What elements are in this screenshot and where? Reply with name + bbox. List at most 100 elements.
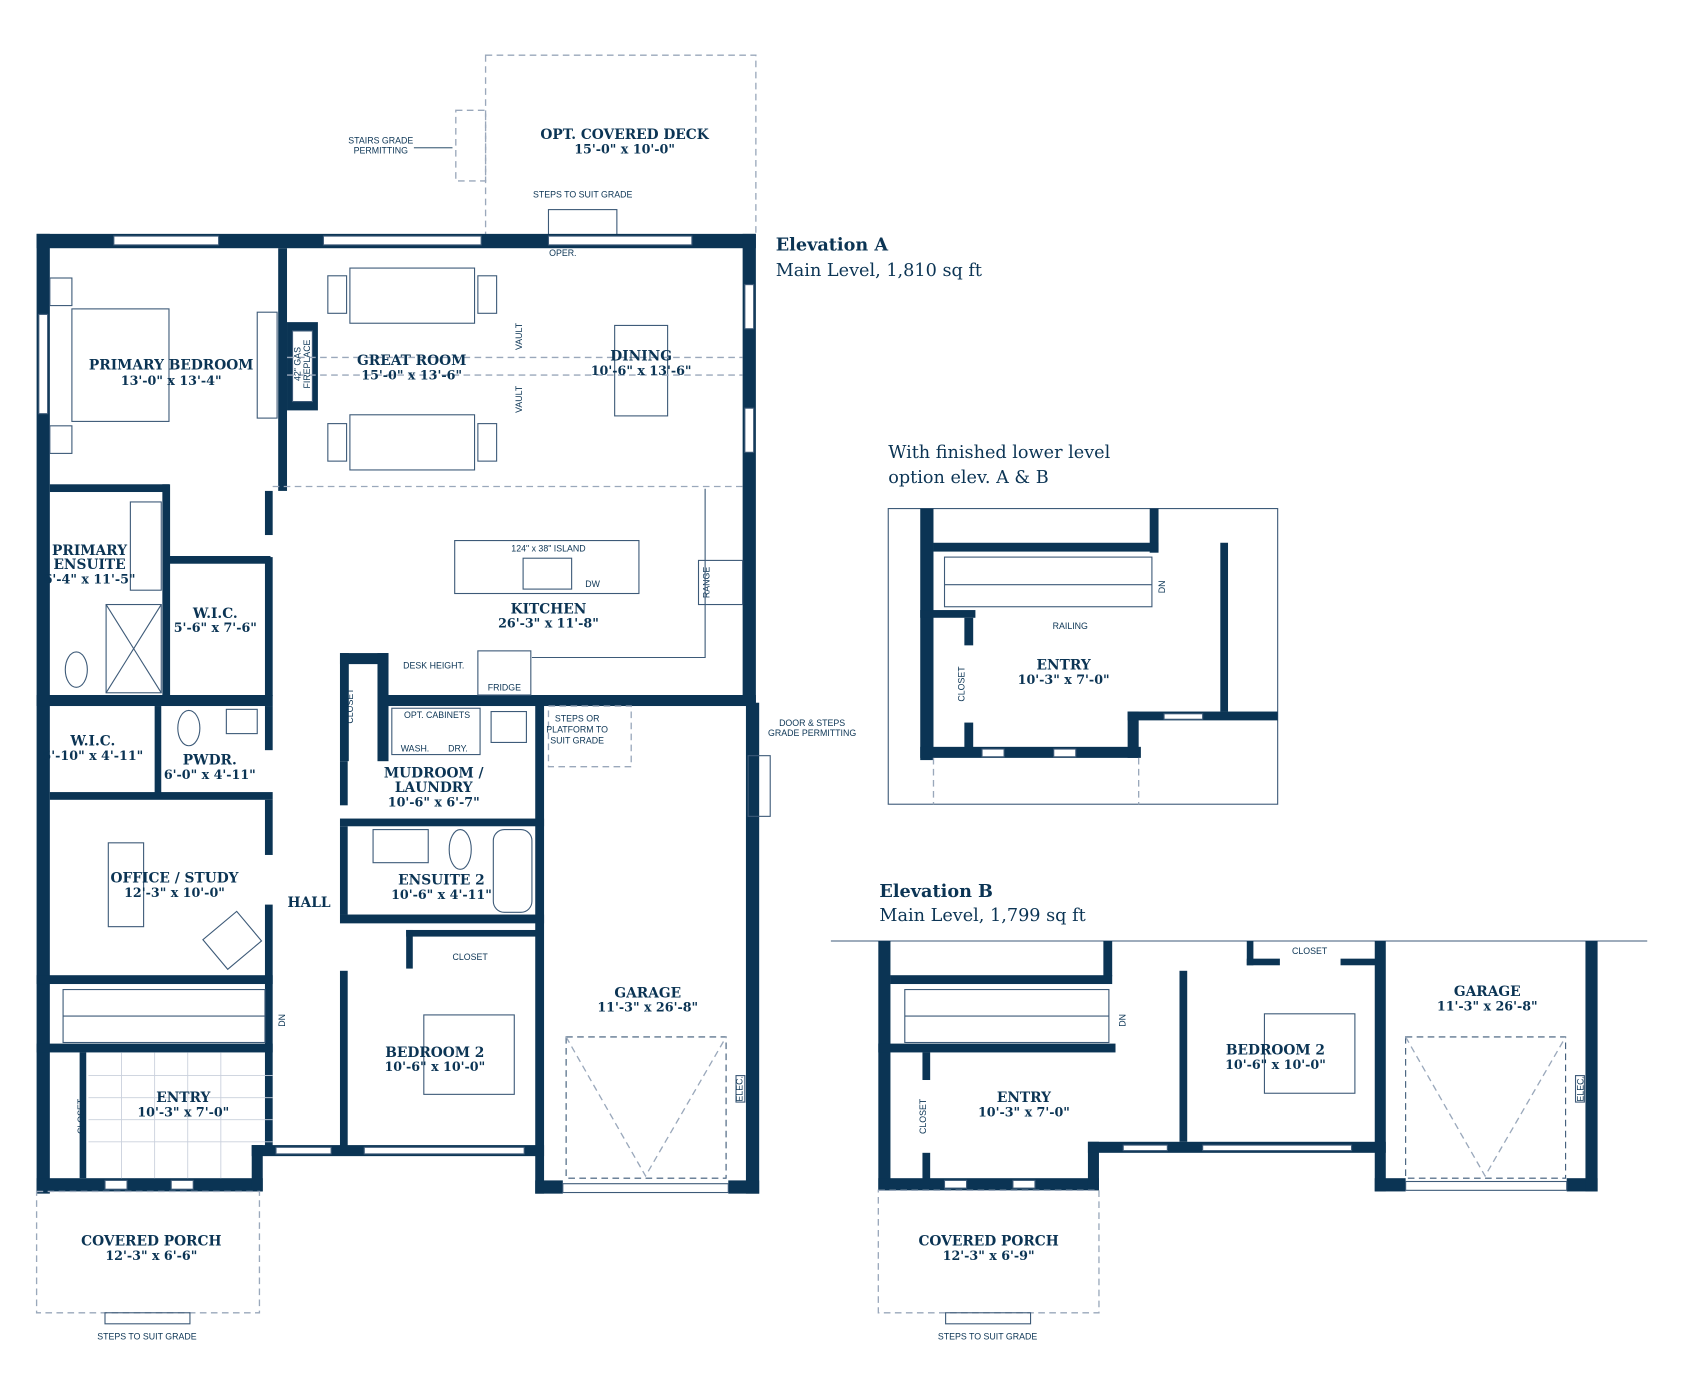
room-label-primary-ensuite: ENSUITE — [53, 557, 125, 573]
room-dim-great-room: 15'-0" x 13'-6" — [361, 367, 462, 382]
bathtub — [492, 829, 533, 913]
room-label-deck: OPT. COVERED DECK — [540, 127, 709, 143]
room-label-primary-bedroom: PRIMARY BEDROOM — [89, 358, 254, 374]
room-dim-porch: 12'-3" x 6'-9" — [943, 1248, 1035, 1263]
room-label-great-room: GREAT ROOM — [357, 353, 466, 369]
room-dim-primary-bedroom: 13'-0" x 13'-4" — [121, 373, 222, 388]
note-dn: DN — [277, 1014, 287, 1027]
washer-dryer — [391, 707, 481, 756]
note-steps-platform: SUIT GRADE — [550, 736, 604, 746]
room-dim-bedroom-2: 10'-6" x 10'-0" — [1225, 1057, 1326, 1072]
room-label-garage: GARAGE — [614, 985, 681, 1001]
room-label-kitchen: KITCHEN — [511, 601, 587, 617]
note-fireplace: 42" GAS — [292, 347, 302, 381]
elevation-a-subtitle: Main Level, 1,810 sq ft — [776, 261, 982, 281]
room-dim-ensuite-2: 10'-6" x 4'-11" — [391, 887, 492, 902]
note-steps-platform: STEPS OR — [555, 713, 600, 723]
room-dim-entry: 10'-3" x 7'-0" — [1018, 672, 1110, 687]
room-label-bedroom-2: BEDROOM 2 — [385, 1045, 484, 1061]
note-closet: CLOSET — [1292, 946, 1328, 956]
note-closet: CLOSET — [956, 666, 966, 702]
elevation-b-subtitle: Main Level, 1,799 sq ft — [879, 906, 1085, 926]
room-label-entry: ENTRY — [997, 1090, 1051, 1106]
note-door-steps: GRADE PERMITTING — [768, 728, 856, 738]
note-fireplace: FIREPLACE — [302, 339, 312, 388]
room-label-wic: W.I.C. — [192, 606, 238, 622]
room-label-primary-ensuite: PRIMARY — [52, 543, 127, 559]
note-vault: VAULT — [514, 385, 524, 413]
room-dim-wic: 5'-6" x 7'-6" — [174, 620, 257, 635]
note-dw: DW — [585, 579, 600, 589]
garage-door-outline — [565, 1036, 727, 1179]
note-elec: ELEC. — [1575, 1076, 1585, 1101]
room-label-wic: W.I.C. — [69, 734, 115, 750]
lower-option-title: With finished lower level — [888, 443, 1110, 463]
note-stairs: PERMITTING — [354, 145, 408, 155]
window — [113, 235, 220, 246]
dining-table — [614, 324, 669, 417]
sink — [522, 557, 573, 590]
patio-door[interactable] — [547, 235, 693, 246]
kitchen-island — [454, 540, 640, 595]
sofa — [349, 414, 476, 471]
note-elec: ELEC. — [735, 1076, 745, 1101]
room-dim-porch: 12'-3" x 6'-6" — [105, 1248, 197, 1263]
room-dim-kitchen: 26'-3" x 11'-8" — [498, 616, 599, 631]
room-label-bedroom-2: BEDROOM 2 — [1226, 1043, 1325, 1059]
note-island: 124" x 38" ISLAND — [511, 544, 585, 554]
window — [322, 235, 482, 246]
room-label-pwdr: PWDR. — [183, 753, 237, 769]
toilet — [177, 709, 201, 747]
bed — [423, 1014, 515, 1095]
note-range: RANGE — [702, 567, 712, 598]
room-dim-entry: 10'-3" x 7'-0" — [137, 1104, 229, 1119]
room-dim-office: 12'-3" x 10'-0" — [124, 885, 225, 900]
room-dim-garage: 11'-3" x 26'-8" — [1437, 999, 1538, 1014]
room-label-entry: ENTRY — [1037, 658, 1091, 674]
note-porch-steps: STEPS TO SUIT GRADE — [97, 1331, 197, 1341]
room-label-porch: COVERED PORCH — [918, 1233, 1058, 1249]
room-label-office: OFFICE / STUDY — [110, 871, 238, 887]
range — [697, 559, 744, 606]
bed — [71, 308, 170, 422]
elevation-b-title: Elevation B — [879, 881, 993, 902]
room-dim-bedroom-2: 10'-6" x 10'-0" — [384, 1059, 485, 1074]
note-wash: WASH. — [401, 743, 430, 753]
note-closet: CLOSET — [918, 1098, 928, 1134]
note-deck-steps: STEPS TO SUIT GRADE — [533, 189, 633, 199]
note-closet: CLOSET — [76, 1098, 86, 1134]
room-dim-pwdr: 6'-0" x 4'-11" — [164, 767, 256, 782]
room-dim-wic: 5'-10" x 4'-11" — [42, 748, 143, 763]
shower — [105, 603, 162, 694]
room-label-mudroom: MUDROOM / — [384, 766, 485, 782]
room-label-hall: HALL — [288, 895, 331, 911]
note-vault: VAULT — [514, 322, 524, 350]
laundry-sink — [490, 710, 527, 743]
garage-side-door[interactable] — [747, 755, 771, 817]
vanity — [129, 501, 162, 591]
elevation-b-plan: DN CLOSET CLOSET ELEC. STEPS TO SUIT GRA… — [830, 940, 1648, 1341]
deck-stairs-outline — [455, 109, 487, 182]
note-dn: DN — [1157, 581, 1167, 594]
toilet — [64, 651, 88, 688]
note-desk: DESK HEIGHT. — [403, 661, 464, 671]
note-door-steps: DOOR & STEPS — [779, 718, 845, 728]
note-steps-platform: PLATFORM TO — [546, 725, 608, 735]
sofa — [349, 267, 476, 324]
armchair — [202, 910, 263, 971]
room-dim-entry: 10'-3" x 7'-0" — [978, 1104, 1070, 1119]
garage-door-outline — [1405, 1036, 1567, 1179]
vanity — [372, 829, 429, 864]
room-dim-dining: 10'-6" x 13'-6" — [591, 363, 692, 378]
note-porch-steps: STEPS TO SUIT GRADE — [938, 1331, 1038, 1341]
note-dry: DRY. — [448, 743, 468, 753]
room-dim-deck: 15'-0" x 10'-0" — [574, 141, 675, 156]
lower-option-plan: DN RAILING CLOSET ENTRY 10'-3" x 7'-0" — [887, 508, 1279, 805]
deck-steps — [547, 209, 618, 236]
room-dim-garage: 11'-3" x 26'-8" — [597, 1000, 698, 1015]
note-stairs: STAIRS GRADE — [348, 135, 413, 145]
note-closet: CLOSET — [345, 688, 355, 724]
room-label-dining: DINING — [610, 349, 672, 365]
note-cabinets: OPT. CABINETS — [404, 710, 470, 720]
